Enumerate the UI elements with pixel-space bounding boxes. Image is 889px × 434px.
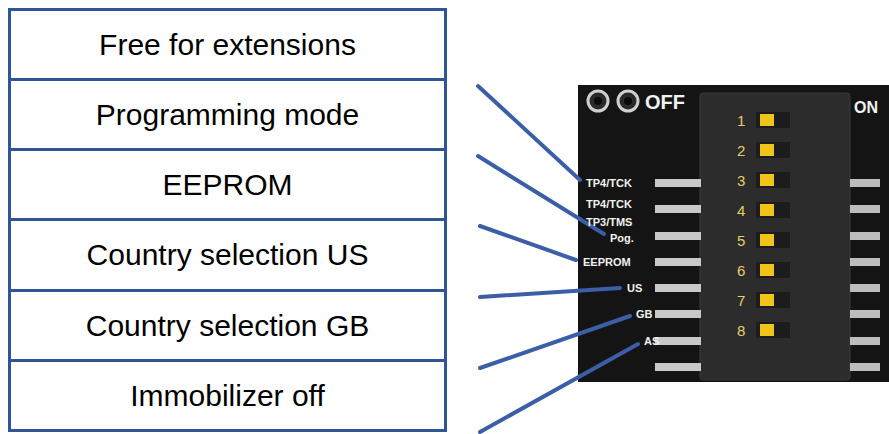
box-label: Immobilizer off bbox=[130, 379, 325, 413]
silkscreen-label: ON bbox=[854, 100, 878, 116]
silkscreen-label: Pog. bbox=[610, 233, 634, 244]
switch-pins-left bbox=[655, 179, 701, 371]
switch-number: 7 bbox=[737, 293, 745, 308]
box-label: Programming mode bbox=[96, 98, 359, 132]
silkscreen-label: US bbox=[627, 283, 642, 294]
silkscreen-label: TP4/TCK bbox=[586, 178, 632, 189]
switch-body bbox=[700, 93, 850, 380]
silkscreen-label: AS bbox=[644, 336, 659, 347]
switch-number: 6 bbox=[737, 263, 745, 278]
switch-number: 3 bbox=[737, 173, 745, 188]
box-label: Free for extensions bbox=[99, 28, 356, 62]
process-box: Immobilizer off bbox=[8, 359, 447, 432]
switch-pins-right bbox=[850, 179, 880, 371]
process-box: Country selection US bbox=[8, 218, 447, 292]
switch-number: 5 bbox=[737, 233, 745, 248]
pcb-board bbox=[578, 85, 889, 382]
mounting-holes bbox=[588, 91, 638, 111]
silkscreen-label: EEPROM bbox=[583, 257, 631, 268]
switch-number: 4 bbox=[737, 203, 745, 218]
leader-lines bbox=[478, 86, 638, 432]
switch-number: 1 bbox=[737, 113, 745, 128]
silkscreen-label: TP4/TCK bbox=[586, 199, 632, 210]
box-label: Country selection US bbox=[87, 238, 369, 272]
box-label: Country selection GB bbox=[86, 309, 369, 343]
process-box: Country selection GB bbox=[8, 289, 447, 362]
silkscreen-label: GB bbox=[636, 309, 653, 320]
box-label: EEPROM bbox=[162, 168, 292, 202]
silkscreen-label: OFF bbox=[645, 92, 685, 112]
switch-number: 8 bbox=[737, 323, 745, 338]
switch-levers bbox=[756, 112, 790, 338]
process-box: Free for extensions bbox=[8, 8, 447, 81]
process-box: Programming mode bbox=[8, 78, 447, 151]
switch-number: 2 bbox=[737, 143, 745, 158]
silkscreen-label: TP3/TMS bbox=[586, 217, 632, 228]
process-box: EEPROM bbox=[8, 148, 447, 221]
